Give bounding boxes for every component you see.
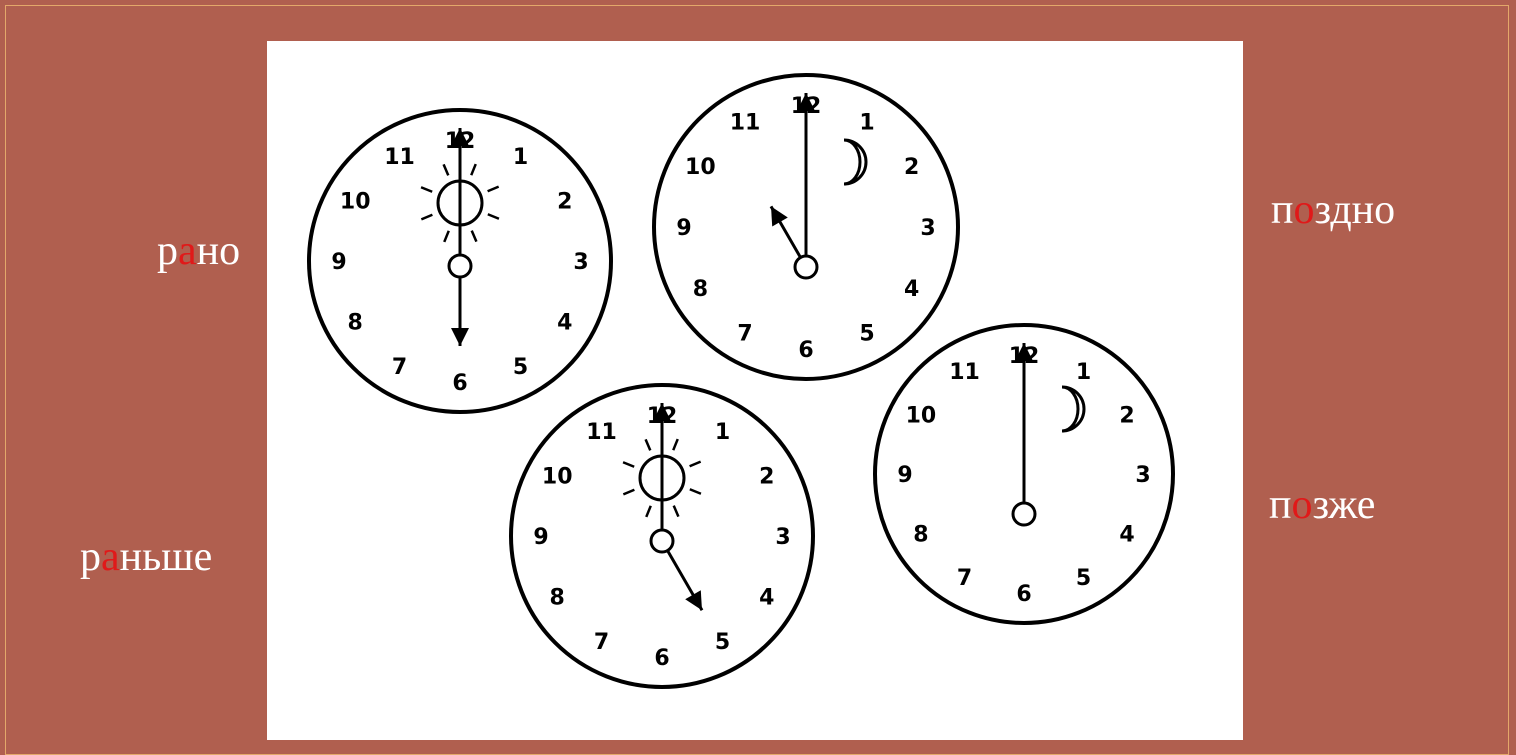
clock-6am-numeral: 6 — [452, 371, 467, 396]
clock-12am-numeral: 10 — [906, 404, 937, 429]
clock-11pm-numeral: 11 — [730, 110, 761, 135]
word-pozzhe-suffix: зже — [1312, 482, 1375, 528]
clock-5am-numeral: 6 — [654, 646, 669, 671]
clock-5am-numeral: 5 — [715, 630, 730, 655]
word-pozdno-prefix: п — [1271, 187, 1293, 233]
clock-6am-numeral: 2 — [557, 190, 572, 215]
clock-11pm-numeral: 10 — [685, 155, 716, 180]
clock-11pm-numeral: 5 — [859, 322, 874, 347]
word-ranshe-suffix: ньше — [120, 534, 213, 580]
word-pozdno-suffix: здно — [1314, 187, 1395, 233]
clock-6am-numeral: 7 — [392, 355, 407, 380]
clock-5am-numeral: 3 — [775, 525, 790, 550]
clock-6am-numeral: 10 — [340, 190, 371, 215]
clock-6am: 121234567891011 — [309, 110, 611, 412]
clock-6am-pivot — [449, 255, 471, 277]
clock-11pm-numeral: 2 — [904, 155, 919, 180]
word-pozzhe-stress: о — [1291, 482, 1312, 528]
clock-11pm-numeral: 8 — [693, 277, 708, 302]
clocks-drawing: 1212345678910111212345678910111212345678… — [267, 41, 1243, 740]
clock-5am-numeral: 10 — [542, 465, 573, 490]
clock-12am-pivot — [1013, 503, 1035, 525]
clock-6am-numeral: 4 — [557, 311, 572, 336]
clock-12am: 121234567891011 — [875, 325, 1173, 623]
clock-11pm-numeral: 6 — [798, 338, 813, 363]
clock-12am-numeral: 6 — [1016, 582, 1031, 607]
clock-12am-numeral: 9 — [897, 463, 912, 488]
clocks-image: 1212345678910111212345678910111212345678… — [267, 41, 1243, 740]
clock-6am-numeral: 8 — [348, 311, 363, 336]
clock-11pm: 121234567891011 — [654, 75, 958, 379]
clock-12am-numeral: 7 — [957, 566, 972, 591]
clock-6am-numeral: 1 — [513, 145, 528, 170]
word-pozzhe-prefix: п — [1269, 482, 1291, 528]
word-rano: рано — [157, 230, 240, 272]
clock-11pm-numeral: 1 — [859, 110, 874, 135]
word-pozzhe: позже — [1269, 484, 1375, 526]
clock-12am-numeral: 4 — [1119, 523, 1134, 548]
clock-12am-numeral: 8 — [913, 523, 928, 548]
clock-6am-numeral: 11 — [384, 145, 415, 170]
clock-11pm-pivot — [795, 256, 817, 278]
clock-12am-numeral: 5 — [1076, 566, 1091, 591]
clock-6am-numeral: 3 — [573, 250, 588, 275]
clock-6am-numeral: 5 — [513, 355, 528, 380]
clock-5am-numeral: 1 — [715, 420, 730, 445]
clock-11pm-numeral: 9 — [676, 216, 691, 241]
clock-12am-numeral: 3 — [1135, 463, 1150, 488]
clock-5am-pivot — [651, 530, 673, 552]
clock-5am-numeral: 11 — [586, 420, 617, 445]
clock-5am-numeral: 2 — [759, 465, 774, 490]
clock-12am-numeral: 2 — [1119, 404, 1134, 429]
clock-5am-numeral: 9 — [533, 525, 548, 550]
clock-12am-numeral: 1 — [1076, 360, 1091, 385]
clock-11pm-numeral: 3 — [920, 216, 935, 241]
clock-5am-numeral: 7 — [594, 630, 609, 655]
clock-5am-numeral: 4 — [759, 586, 774, 611]
clock-5am: 121234567891011 — [511, 385, 813, 687]
word-rano-stress: а — [178, 228, 197, 274]
word-ranshe-stress: а — [101, 534, 120, 580]
word-rano-prefix: р — [157, 228, 178, 274]
word-rano-suffix: но — [197, 228, 240, 274]
clock-11pm-numeral: 7 — [737, 322, 752, 347]
clock-12am-numeral: 11 — [949, 360, 980, 385]
word-ranshe-prefix: р — [80, 534, 101, 580]
word-pozdno: поздно — [1271, 189, 1395, 231]
word-pozdno-stress: о — [1293, 187, 1314, 233]
clock-6am-numeral: 9 — [331, 250, 346, 275]
clock-5am-numeral: 8 — [550, 586, 565, 611]
clock-11pm-numeral: 4 — [904, 277, 919, 302]
word-ranshe: раньше — [80, 536, 212, 578]
